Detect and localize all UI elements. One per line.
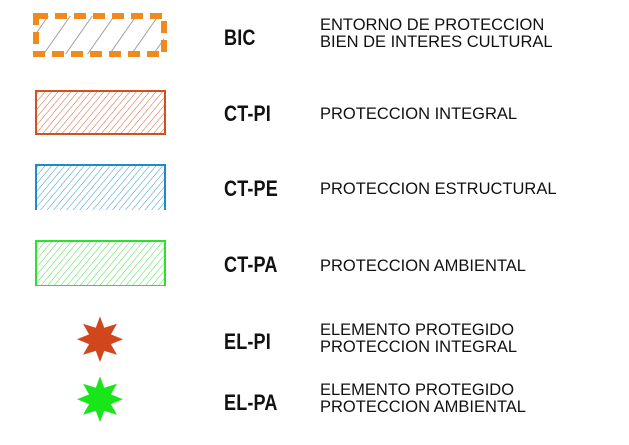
ct-pi-hatch-swatch <box>35 90 166 135</box>
ct-pe-hatch-swatch <box>35 164 166 210</box>
ct-pa-hatch-swatch <box>35 240 166 286</box>
legend-description: ELEMENTO PROTEGIDO PROTECCION AMBIENTAL <box>320 381 526 416</box>
star-icon <box>77 316 123 363</box>
legend-code: EL-PI <box>224 329 271 354</box>
legend-code: CT-PE <box>224 176 278 201</box>
legend-code: EL-PA <box>224 390 278 415</box>
legend-description: ELEMENTO PROTEGIDO PROTECCION INTEGRAL <box>320 321 518 356</box>
star-icon <box>77 376 123 423</box>
legend-description: PROTECCION INTEGRAL <box>320 105 518 123</box>
legend-code: CT-PA <box>224 252 278 277</box>
legend-description: PROTECCION ESTRUCTURAL <box>320 180 557 198</box>
bic-dashed-hatch-swatch <box>33 13 167 57</box>
legend-code: BIC <box>224 25 256 50</box>
legend-code: CT-PI <box>224 101 271 126</box>
legend-description: PROTECCION AMBIENTAL <box>320 257 526 275</box>
legend-description: ENTORNO DE PROTECCION BIEN DE INTERES CU… <box>320 16 553 51</box>
